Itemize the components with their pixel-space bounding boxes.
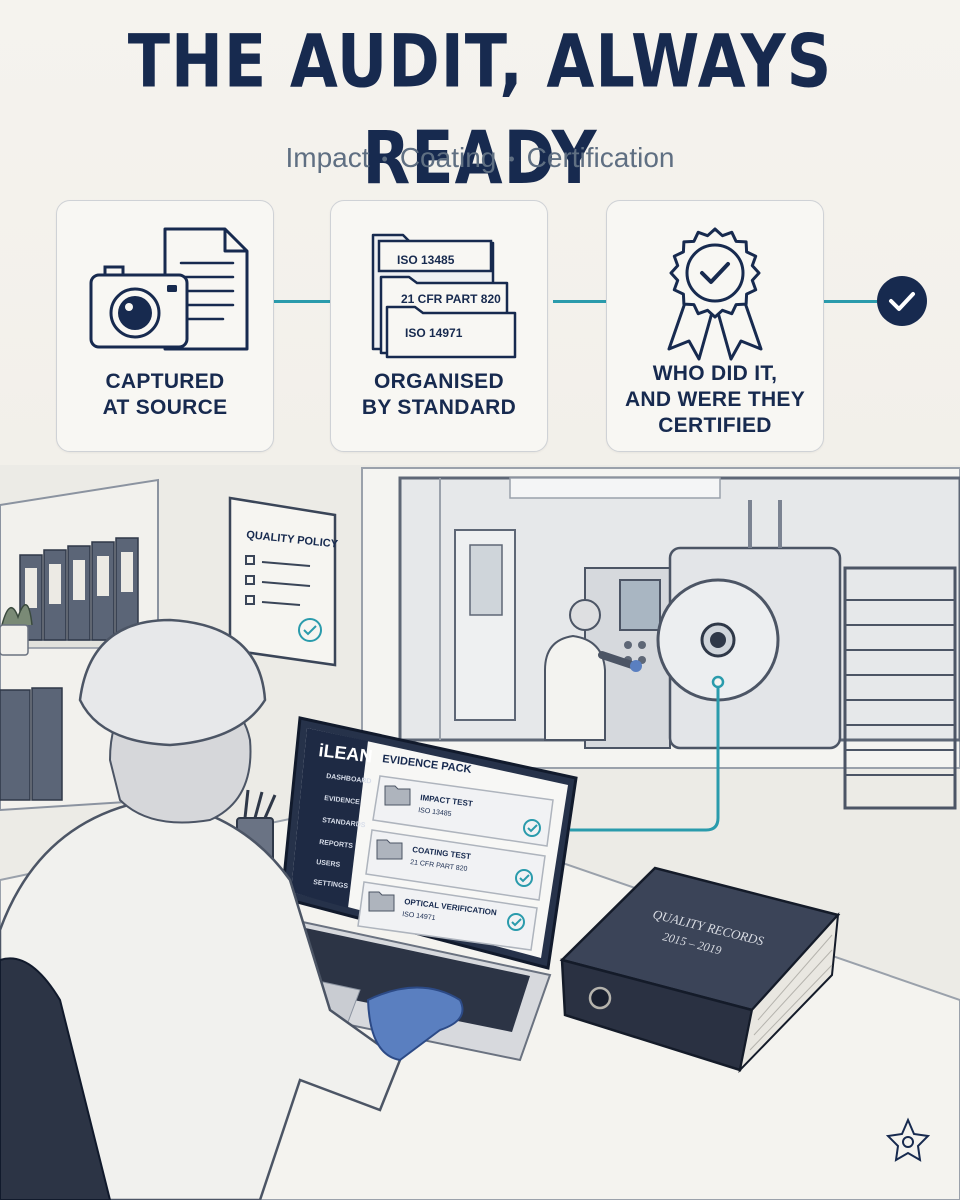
subtitle-item-impact: Impact [285,142,370,173]
nav-item-users[interactable]: USERS [316,859,341,869]
record-standard: ISO 14971 [402,911,436,922]
quality-records-binder: QUALITY RECORDS 2015 – 2019 [559,866,841,1074]
folder-label: ISO 13485 [397,253,455,267]
subtitle-item-certification: Certification [526,142,675,173]
cleanroom-window [361,467,960,810]
step-connector [819,300,877,303]
subtitle-item-coating: Coating [399,142,497,173]
page-title: THE AUDIT, ALWAYS READY [127,17,833,201]
step-connector [553,300,606,303]
separator-dot: • [508,149,515,170]
final-check-icon [877,276,927,326]
folders-icon: ISO 13485 21 CFR PART 820 ISO 14971 [371,233,517,359]
nav-item-evidence[interactable]: EVIDENCE [324,795,361,806]
separator-dot: • [381,149,388,170]
evidence-record[interactable]: IMPACT TEST ISO 13485 [372,775,554,847]
evidence-record[interactable]: OPTICAL VERIFICATION ISO 14971 [357,881,538,951]
camera-document-icon [89,227,249,351]
worker [0,618,464,1200]
lab-office-scene: QUALITY POLICY [0,465,960,1200]
evidence-record[interactable]: COATING TEST 21 CFR PART 820 [365,829,546,901]
quality-policy-poster: QUALITY POLICY [228,496,339,667]
certified-badge-icon [667,227,763,361]
folder-label: ISO 14971 [405,326,463,340]
page-subtitle: Impact • Coating • Certification [0,142,960,174]
folder-label: 21 CFR PART 820 [401,292,501,306]
nav-item-reports[interactable]: REPORTS [319,839,354,850]
record-standard: ISO 13485 [418,807,452,818]
nav-item-settings[interactable]: SETTINGS [313,879,349,890]
step-card-organised: ISO 13485 21 CFR PART 820 ISO 14971 ORGA… [330,200,548,452]
step-connector [273,300,330,303]
brand-logo-icon [885,1117,931,1162]
